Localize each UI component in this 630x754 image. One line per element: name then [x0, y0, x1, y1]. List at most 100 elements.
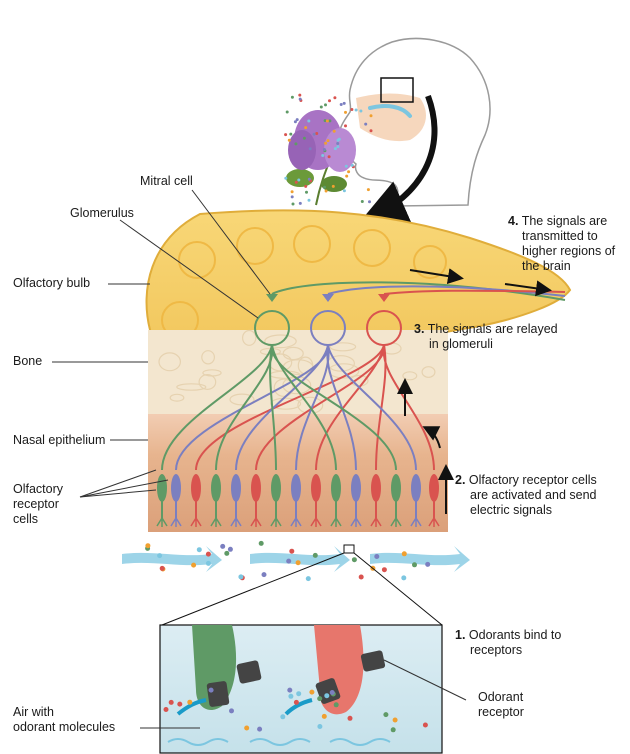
- step-2-line-1: Olfactory receptor cells: [469, 473, 597, 487]
- odor-dot: [286, 559, 291, 564]
- label-bone: Bone: [13, 354, 42, 369]
- odor-dot: [324, 103, 327, 106]
- odor-dot: [359, 110, 362, 113]
- odor-dot: [295, 181, 298, 184]
- odor-dot: [402, 551, 407, 556]
- odor-dot: [296, 118, 299, 121]
- odor-dot: [324, 693, 329, 698]
- odor-dot: [262, 572, 267, 577]
- step-1-line-1: Odorants bind to: [469, 628, 561, 642]
- label-receptor-cells-2: receptor: [13, 497, 59, 512]
- odor-dot: [347, 170, 350, 173]
- step-3: 3. The signals are relayed in glomeruli: [414, 322, 558, 352]
- odor-dot: [284, 177, 287, 180]
- label-nasal-epithelium: Nasal epithelium: [13, 433, 105, 448]
- odor-dot: [313, 133, 316, 136]
- odor-dot: [324, 142, 327, 145]
- step-1: 1. Odorants bind to receptors: [455, 628, 561, 658]
- odor-dot: [343, 189, 346, 192]
- inset-panel: [160, 625, 442, 753]
- odor-dot: [296, 691, 301, 696]
- odor-dot: [327, 139, 330, 142]
- odor-dot: [289, 549, 294, 554]
- odor-dot: [307, 120, 310, 123]
- step-2-line-2: are activated and send: [455, 488, 597, 503]
- odor-dot: [412, 562, 417, 567]
- odor-dot: [425, 562, 430, 567]
- odor-dot: [323, 186, 326, 189]
- odor-dot: [383, 712, 388, 717]
- odor-dot: [326, 120, 329, 123]
- odor-dot: [391, 727, 396, 732]
- odor-dot: [370, 129, 373, 132]
- odor-dot: [308, 199, 311, 202]
- odor-dot: [288, 694, 293, 699]
- label-receptor-cells-1: Olfactory: [13, 482, 63, 497]
- odor-dot: [145, 543, 150, 548]
- odor-dot: [191, 563, 196, 568]
- odor-dot: [401, 575, 406, 580]
- label-odorant-receptor-1: Odorant: [478, 690, 523, 705]
- odor-dot: [303, 137, 306, 140]
- odor-dot: [294, 142, 297, 145]
- odor-dot: [374, 554, 379, 559]
- step-4-line-1: The signals are: [522, 214, 607, 228]
- odor-dot: [298, 94, 301, 97]
- odor-dot: [328, 155, 331, 158]
- odor-dot: [350, 108, 353, 111]
- label-odorant-receptor-2: receptor: [478, 705, 524, 720]
- odor-dot: [160, 566, 165, 571]
- odor-dot: [317, 696, 322, 701]
- odor-dot: [340, 103, 343, 106]
- odor-dot: [352, 557, 357, 562]
- step-3-line-2: in glomeruli: [414, 337, 558, 352]
- odor-dot: [345, 175, 348, 178]
- step-1-line-2: receptors: [455, 643, 561, 658]
- odor-dot: [320, 106, 323, 109]
- odor-dot: [220, 544, 225, 549]
- odor-dot: [284, 133, 287, 136]
- odor-dot: [333, 96, 336, 99]
- odor-dot: [299, 98, 302, 101]
- odor-dot: [296, 560, 301, 565]
- odor-dot: [334, 147, 337, 150]
- odor-dot: [224, 551, 229, 556]
- odor-dot: [291, 190, 294, 193]
- odor-dot: [187, 700, 192, 705]
- step-4-line-3: higher regions of: [508, 244, 615, 259]
- odor-dot: [289, 133, 292, 136]
- odor-dot: [359, 575, 364, 580]
- odor-dot: [169, 700, 174, 705]
- odor-dot: [228, 547, 233, 552]
- odor-dot: [309, 690, 314, 695]
- odor-dot: [332, 185, 335, 188]
- odor-dot: [257, 727, 262, 732]
- odor-dot: [206, 552, 211, 557]
- odor-dot: [238, 574, 243, 579]
- odor-dot: [328, 99, 331, 102]
- odor-dot: [299, 202, 302, 205]
- label-olfactory-bulb: Olfactory bulb: [13, 276, 90, 291]
- odor-dot: [315, 132, 318, 135]
- odor-dot: [368, 200, 371, 203]
- odor-dot: [309, 147, 312, 150]
- odor-dot: [197, 547, 202, 552]
- step-3-number: 3.: [414, 322, 424, 336]
- label-air-1: Air with: [13, 705, 54, 720]
- label-mitral-cell: Mitral cell: [140, 174, 193, 189]
- zoom-marker: [344, 545, 354, 553]
- odor-dot: [423, 723, 428, 728]
- odor-dot: [344, 124, 347, 127]
- odor-dot: [308, 178, 311, 181]
- nasal-epithelium-layer: [148, 414, 448, 532]
- odor-dot: [336, 142, 339, 145]
- odor-dot: [177, 702, 182, 707]
- odor-dot: [334, 702, 339, 707]
- odor-dot: [345, 165, 348, 168]
- step-2: 2. Olfactory receptor cells are activate…: [455, 473, 597, 518]
- odor-dot: [351, 164, 354, 167]
- odor-dot: [287, 688, 292, 693]
- head-illustration: [340, 39, 490, 218]
- odor-dot: [338, 138, 341, 141]
- odor-dot: [291, 195, 294, 198]
